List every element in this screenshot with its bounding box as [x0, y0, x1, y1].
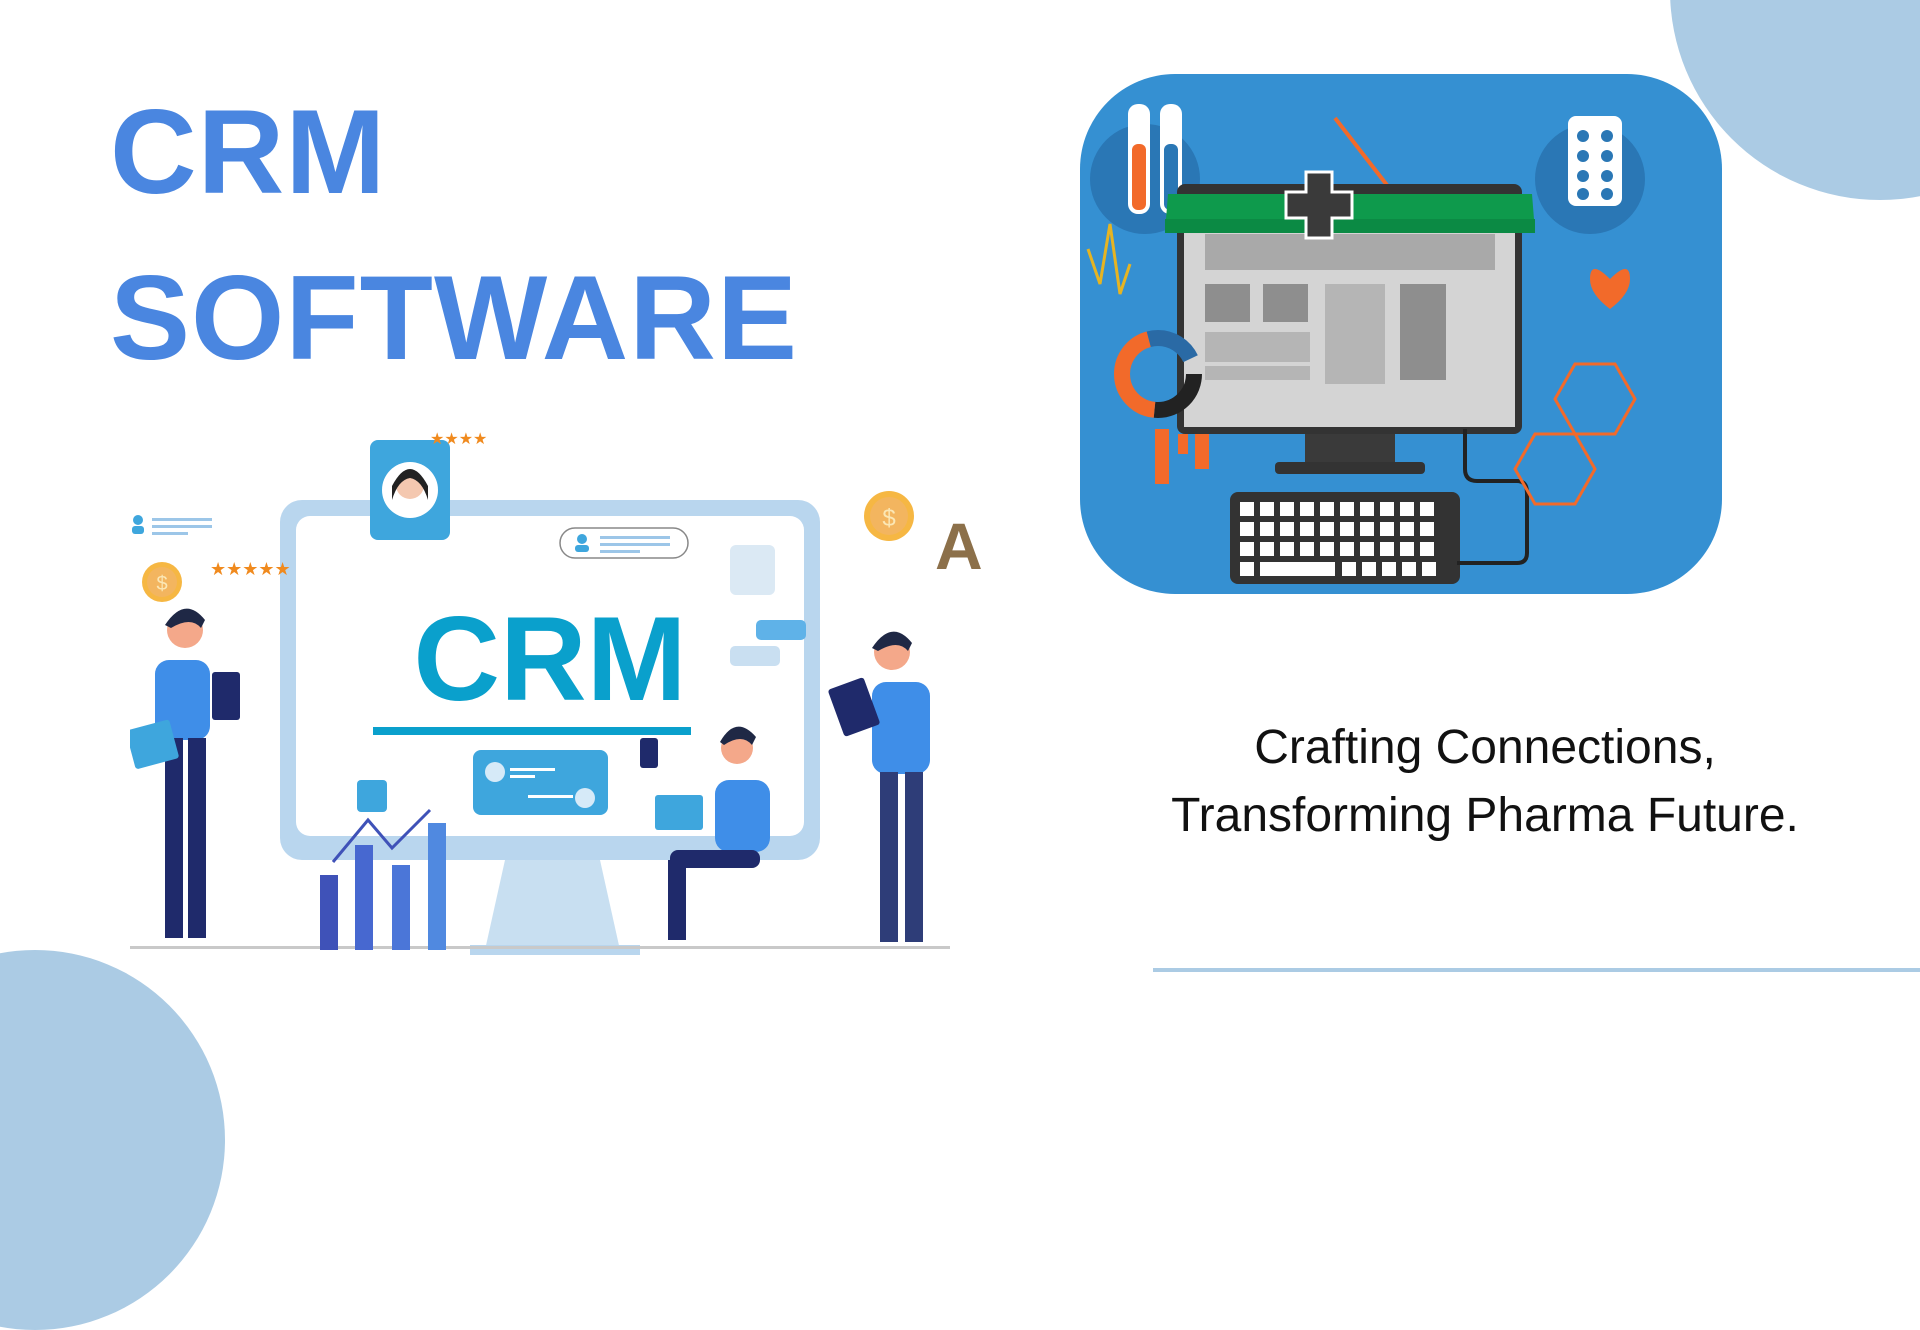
crm-screen-label: CRM: [413, 592, 686, 726]
stray-letter: A: [935, 509, 983, 583]
svg-text:$: $: [156, 573, 167, 595]
pharma-illustration: [1080, 74, 1722, 594]
tagline-line-2: Transforming Pharma Future.: [1171, 789, 1799, 842]
svg-text:★★★★: ★★★★: [430, 431, 487, 448]
tagline-line-1: Crafting Connections,: [1254, 721, 1716, 774]
decorative-circle-bottom-left: [0, 950, 225, 1330]
svg-text:★★★★★: ★★★★★: [210, 559, 291, 579]
title-crm: CRM: [110, 85, 387, 219]
crm-illustration: CRM ★★★★ $ ★★★★★ $: [130, 431, 950, 955]
title-software: SOFTWARE: [110, 251, 798, 385]
svg-text:$: $: [882, 505, 895, 532]
divider-line: [1153, 968, 1920, 972]
